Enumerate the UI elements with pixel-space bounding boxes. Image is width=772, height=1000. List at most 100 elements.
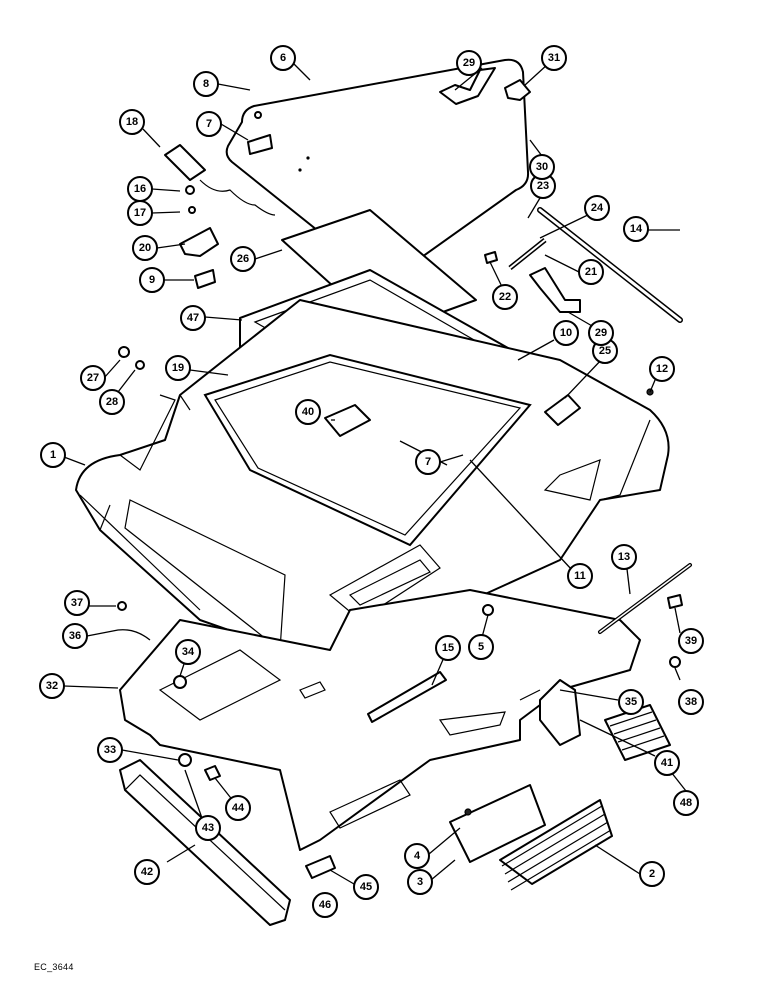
callout-14: 14 <box>623 216 649 242</box>
callout-39: 39 <box>678 628 704 654</box>
svg-text:16: 16 <box>134 183 146 195</box>
svg-text:14: 14 <box>630 223 643 235</box>
svg-text:43: 43 <box>202 822 214 834</box>
callout-35: 35 <box>618 689 644 715</box>
callout-24: 24 <box>584 195 610 221</box>
svg-text:26: 26 <box>237 253 249 265</box>
svg-text:39: 39 <box>685 635 697 647</box>
callout-45: 45 <box>353 874 379 900</box>
svg-text:20: 20 <box>139 242 151 254</box>
svg-text:13: 13 <box>618 551 630 563</box>
callout-11: 11 <box>567 563 593 589</box>
callout-27: 27 <box>80 365 106 391</box>
callout-29-lower: 29 <box>588 320 614 346</box>
callout-17: 17 <box>127 200 153 226</box>
svg-text:47: 47 <box>187 312 199 324</box>
hinge-strap <box>164 144 276 216</box>
svg-text:46: 46 <box>319 899 331 911</box>
svg-text:11: 11 <box>574 570 586 582</box>
svg-text:1: 1 <box>50 449 56 461</box>
callout-5: 5 <box>468 634 494 660</box>
svg-text:32: 32 <box>46 680 58 692</box>
svg-text:17: 17 <box>134 207 146 219</box>
callout-22: 22 <box>492 284 518 310</box>
svg-text:44: 44 <box>232 802 245 814</box>
svg-text:27: 27 <box>87 372 99 384</box>
roof-headliner <box>119 589 641 851</box>
gas-strut <box>508 238 547 270</box>
svg-text:5: 5 <box>478 641 484 653</box>
callout-42: 42 <box>134 859 160 885</box>
callout-48: 48 <box>673 790 699 816</box>
callout-4: 4 <box>404 843 430 869</box>
cover-plate <box>449 784 546 863</box>
svg-text:42: 42 <box>141 866 153 878</box>
callout-29-upper: 29 <box>456 50 482 76</box>
callout-32: 32 <box>39 673 65 699</box>
drawing-reference: EC_3644 <box>34 962 74 972</box>
callout-2: 2 <box>639 861 665 887</box>
callout-38: 38 <box>678 689 704 715</box>
latch-31 <box>504 79 531 101</box>
callout-1: 1 <box>40 442 66 468</box>
svg-text:34: 34 <box>182 646 195 658</box>
louvered-grille <box>499 799 613 891</box>
callout-41: 41 <box>654 750 680 776</box>
callout-21: 21 <box>578 259 604 285</box>
svg-text:7: 7 <box>206 118 212 130</box>
callout-3: 3 <box>407 869 433 895</box>
svg-text:9: 9 <box>149 274 155 286</box>
callout-15: 15 <box>435 635 461 661</box>
svg-text:29: 29 <box>595 327 607 339</box>
callout-12: 12 <box>649 356 675 382</box>
callout-13: 13 <box>611 544 637 570</box>
svg-text:19: 19 <box>172 362 184 374</box>
svg-text:2: 2 <box>649 868 655 880</box>
callout-36: 36 <box>62 623 88 649</box>
svg-text:15: 15 <box>442 642 454 654</box>
callout-7-upper: 7 <box>196 111 222 137</box>
callout-33: 33 <box>97 737 123 763</box>
svg-text:29: 29 <box>463 57 475 69</box>
svg-text:40: 40 <box>302 406 314 418</box>
callout-47: 47 <box>180 305 206 331</box>
svg-text:48: 48 <box>680 797 692 809</box>
hinge-bracket <box>179 227 219 257</box>
trim-strip-15 <box>367 671 447 723</box>
svg-text:4: 4 <box>414 850 421 862</box>
svg-text:3: 3 <box>417 876 423 888</box>
svg-text:21: 21 <box>585 266 597 278</box>
hatch-lock <box>324 404 371 437</box>
callout-16: 16 <box>127 176 153 202</box>
svg-text:28: 28 <box>106 396 118 408</box>
svg-text:24: 24 <box>591 202 604 214</box>
svg-text:22: 22 <box>499 291 511 303</box>
callout-9: 9 <box>139 267 165 293</box>
callout-46: 46 <box>312 892 338 918</box>
svg-text:8: 8 <box>203 78 209 90</box>
svg-text:45: 45 <box>360 881 372 893</box>
callout-31: 31 <box>541 45 567 71</box>
roof-shell <box>75 299 670 661</box>
sun-visor <box>119 759 291 926</box>
svg-text:23: 23 <box>537 180 549 192</box>
svg-text:38: 38 <box>685 696 697 708</box>
callout-7-lower: 7 <box>415 449 441 475</box>
handle-29-lower <box>529 267 581 313</box>
callout-34: 34 <box>175 639 201 665</box>
callout-40: 40 <box>295 399 321 425</box>
callout-26: 26 <box>230 246 256 272</box>
callout-44: 44 <box>225 795 251 821</box>
svg-text:12: 12 <box>656 363 668 375</box>
callout-18: 18 <box>119 109 145 135</box>
connector-25 <box>544 394 581 426</box>
svg-text:41: 41 <box>661 757 673 769</box>
callout-30: 30 <box>529 154 555 180</box>
svg-text:37: 37 <box>71 597 83 609</box>
hinge-plate <box>194 269 216 289</box>
callout-43: 43 <box>195 815 221 841</box>
air-duct <box>539 679 581 746</box>
svg-text:6: 6 <box>280 52 286 64</box>
callout-28: 28 <box>99 389 125 415</box>
